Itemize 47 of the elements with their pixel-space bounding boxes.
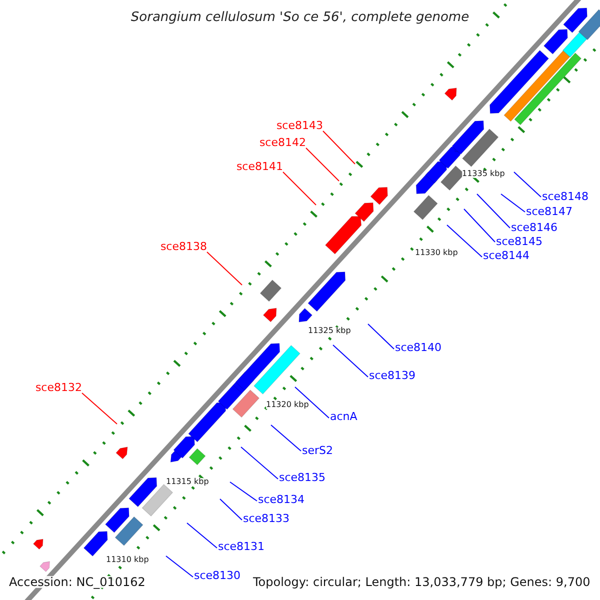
gene-label: sce8140 <box>395 342 442 353</box>
leader-line <box>446 224 482 258</box>
genome-summary-text: Topology: circular; Length: 13,033,779 bp; Genes: 9,700 <box>253 576 590 588</box>
leader-line <box>270 424 302 452</box>
gene-label: sce8131 <box>218 541 265 552</box>
gene-label: sce8134 <box>258 494 305 505</box>
gene-label: sce8130 <box>194 570 241 581</box>
gene-label: sce8148 <box>542 191 589 202</box>
position-label: 11325 kbp <box>308 327 351 335</box>
leader-line <box>282 172 316 206</box>
position-label: 11315 kbp <box>166 478 209 486</box>
gene-label: sce8146 <box>511 222 558 233</box>
leader-line <box>476 194 510 228</box>
leader-line <box>332 344 368 378</box>
leader-line <box>368 324 394 350</box>
accession-text: Accession: NC_010162 <box>9 576 146 588</box>
position-label: 11310 kbp <box>106 556 149 564</box>
gene-label: acnA <box>330 411 358 422</box>
map-title: Sorangium cellulosum 'So ce 56', complete genome <box>130 11 470 24</box>
leader-line <box>294 386 330 418</box>
leader-line <box>206 252 242 286</box>
gene-label: sce8143 <box>276 120 323 131</box>
leader-line <box>230 482 258 502</box>
leader-line <box>166 556 194 578</box>
gene-label: sce8139 <box>369 370 416 381</box>
gene-label: sce8142 <box>259 137 306 148</box>
leader-line <box>220 498 242 520</box>
gene-label: sce8141 <box>236 161 283 172</box>
leader-line <box>82 392 118 424</box>
gene-label: sce8138 <box>160 241 207 252</box>
leader-line <box>514 172 542 198</box>
gene-label: sce8144 <box>483 250 530 261</box>
gene-label: sce8132 <box>35 382 82 393</box>
leader-line <box>322 130 356 164</box>
leader-line <box>186 522 218 548</box>
gene-label: sce8133 <box>243 513 290 524</box>
position-label: 11320 kbp <box>266 401 309 409</box>
leader-line <box>240 446 278 480</box>
position-label: 11335 kbp <box>462 170 505 178</box>
position-label: 11330 kbp <box>415 249 458 257</box>
gene-label: sce8145 <box>496 236 543 247</box>
leader-line <box>464 208 496 242</box>
gene-label: serS2 <box>302 445 334 456</box>
gene-label: sce8135 <box>279 472 326 483</box>
leader-line <box>306 148 340 182</box>
gene-label: sce8147 <box>526 206 573 217</box>
leader-line <box>500 194 526 212</box>
